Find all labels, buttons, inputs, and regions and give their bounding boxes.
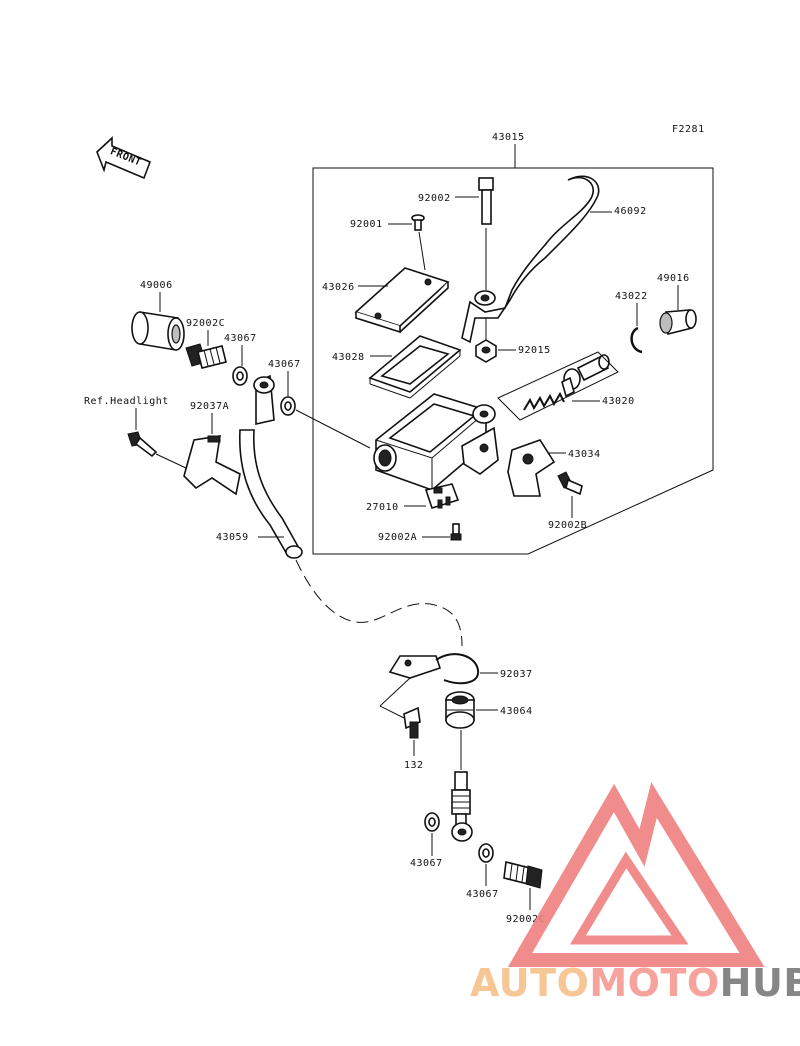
label-43034: 43034: [568, 449, 601, 460]
clamp-92037a: [183, 435, 241, 496]
nut-92015: [475, 339, 497, 363]
label-92037: 92037: [500, 669, 533, 680]
figure-code: F2281: [672, 124, 705, 135]
bolt-92002: [478, 177, 494, 225]
label-27010: 27010: [366, 502, 399, 513]
washer-43067-d: [478, 843, 494, 863]
label-49006: 49006: [140, 280, 173, 291]
bolt-92002a: [450, 523, 462, 541]
label-43059: 43059: [216, 532, 249, 543]
hose-continuation: [295, 559, 463, 647]
label-43067-a: 43067: [224, 333, 257, 344]
label-46092: 46092: [614, 206, 647, 217]
watermark-logo: AUTOMOTOHUB: [470, 782, 800, 1005]
grommet-43064: [445, 691, 475, 729]
front-arrow-icon: FRONT: [96, 136, 152, 180]
washer-43067-b: [280, 396, 296, 416]
bolt-92002c-top: [185, 343, 227, 369]
clamp-92037: [388, 653, 480, 685]
label-132: 132: [404, 760, 424, 771]
brake-hose-43059: [238, 374, 303, 559]
piston-kit-43020: [523, 354, 610, 411]
label-92037a: 92037A: [190, 401, 229, 412]
label-92002b: 92002B: [548, 520, 587, 531]
diaphragm-43028: [368, 335, 462, 399]
label-92015: 92015: [518, 345, 551, 356]
label-43067-b: 43067: [268, 359, 301, 370]
label-92002: 92002: [418, 193, 451, 204]
reference-note: Ref.Headlight: [84, 396, 169, 407]
label-92002c-bottom: 92002C: [506, 914, 545, 925]
label-43028: 43028: [332, 352, 365, 363]
screw-92001: [411, 214, 425, 231]
label-49016: 49016: [657, 273, 690, 284]
bolt-92002b: [557, 471, 583, 496]
label-92002c-top: 92002C: [186, 318, 225, 329]
bolt-92002c-bottom: [503, 861, 543, 889]
boot-49006: [131, 311, 185, 351]
bolt-headlight-ref: [127, 431, 158, 458]
switch-27010: [424, 483, 460, 509]
reservoir-cap-43026: [354, 267, 450, 334]
svg-text:AUTOMOTOHUB: AUTOMOTOHUB: [470, 961, 800, 1005]
label-43064: 43064: [500, 706, 533, 717]
label-43026: 43026: [322, 282, 355, 293]
hose-fitting-lower: [451, 771, 473, 842]
label-43067-c: 43067: [410, 858, 443, 869]
holder-43034: [507, 439, 556, 497]
brake-lever-46092: [461, 175, 600, 344]
label-43022: 43022: [615, 291, 648, 302]
circlip-43022: [630, 326, 643, 354]
master-cylinder-body: [373, 393, 499, 491]
label-92001: 92001: [350, 219, 383, 230]
assembly-outline: [312, 167, 714, 555]
label-43020: 43020: [602, 396, 635, 407]
boot-49016: [659, 309, 697, 336]
assembly-label: 43015: [492, 132, 525, 143]
washer-43067-a: [232, 366, 248, 386]
washer-43067-c: [424, 812, 440, 832]
label-43067-d: 43067: [466, 889, 499, 900]
piston-kit-bracket: [497, 351, 619, 421]
label-92002a: 92002A: [378, 532, 417, 543]
bolt-132: [403, 706, 421, 739]
watermark-moto: MOTO: [589, 961, 719, 1005]
watermark-auto: AUTO: [470, 961, 589, 1005]
watermark-hub: HUB: [720, 961, 800, 1005]
